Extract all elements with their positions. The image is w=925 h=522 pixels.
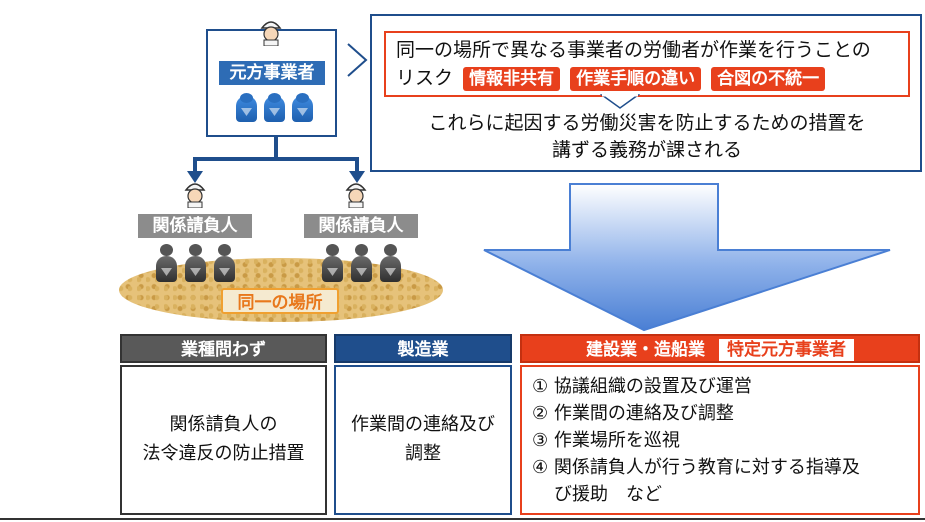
worker-helmet-icon: [184, 183, 206, 208]
worker-helmet-icon: [345, 183, 367, 208]
risk-box: 同一の場所で異なる事業者の労働者が作業を行うことの リスク 情報非共有 作業手順…: [384, 31, 910, 97]
list-item: ① 協議組織の設置及び運営: [532, 376, 752, 397]
worker-icon: [214, 256, 235, 282]
worker-icon: [351, 256, 372, 282]
risk-tag: 作業手順の違い: [570, 67, 702, 91]
list-item: ③ 作業場所を巡視: [532, 430, 680, 451]
list-item: ④ 関係請負人が行う教育に対する指導及: [532, 457, 860, 478]
body-line: 法令違反の防止措置: [142, 443, 305, 464]
callout-pointer-icon: [347, 43, 368, 77]
worker-icon: [156, 256, 177, 282]
hierarchy-connector: [187, 137, 365, 183]
duty-text: これらに起因する労働災害を防止するための措置を 講ずる義務が課される: [384, 110, 910, 164]
hierarchy-diagram: 元方事業者 同一の場所 関係請負人 関係請負人: [0, 0, 460, 330]
worker-icon: [384, 244, 397, 256]
worker-icon: [218, 244, 231, 256]
worker-icon: [322, 256, 343, 282]
worker-icon: [236, 96, 257, 122]
list-item: ② 作業間の連絡及び調整: [532, 403, 734, 424]
risk-prefix: リスク: [396, 67, 454, 89]
worker-icon: [296, 93, 309, 103]
worker-icon: [380, 256, 401, 282]
same-place-label: 同一の場所: [221, 288, 339, 314]
specified-prime-badge: 特定元方事業者: [718, 339, 854, 361]
worker-icon: [160, 244, 173, 256]
subcontractor-label: 関係請負人: [304, 214, 418, 238]
risk-text-line1: 同一の場所で異なる事業者の労働者が作業を行うことの: [396, 39, 871, 61]
column-body-all-industries: 関係請負人の 法令違反の防止措置: [120, 365, 327, 515]
column-header-manufacturing: 製造業: [334, 334, 512, 363]
body-line: 関係請負人の: [169, 414, 278, 435]
duty-text-line2: 講ずる義務が課される: [551, 139, 742, 161]
subcontractor-label: 関係請負人: [138, 214, 252, 238]
worker-icon: [185, 256, 206, 282]
worker-icon: [326, 244, 339, 256]
worker-icon: [268, 93, 281, 103]
column-header-label: 建設業・造船業: [586, 340, 706, 360]
worker-icon: [292, 96, 313, 122]
worker-icon: [355, 244, 368, 256]
body-line: 作業間の連絡及び: [351, 414, 495, 435]
worker-icon: [189, 244, 202, 256]
risk-tag: 合図の不統一: [711, 67, 826, 91]
column-header-construction-shipbuilding: 建設業・造船業 特定元方事業者: [520, 334, 920, 363]
body-line: 調整: [405, 443, 441, 464]
column-body-construction-shipbuilding: ① 協議組織の設置及び運営 ② 作業間の連絡及び調整 ③ 作業場所を巡視 ④ 関…: [520, 365, 920, 515]
column-header-all-industries: 業種問わず: [120, 334, 327, 363]
list-item-continuation: び援助 など: [554, 484, 662, 505]
risk-pointer-icon: [600, 94, 640, 109]
worker-icon: [240, 93, 253, 103]
down-arrow-icon: [483, 183, 891, 332]
bottom-rule: [0, 518, 925, 520]
risk-text-line2: リスク 情報非共有 作業手順の違い 合図の不統一: [386, 64, 908, 92]
worker-icon: [264, 96, 285, 122]
column-body-manufacturing: 作業間の連絡及び 調整: [334, 365, 512, 515]
risk-tag: 情報非共有: [463, 67, 561, 91]
worker-helmet-icon: [260, 21, 282, 46]
duty-text-line1: これらに起因する労働災害を防止するための措置を: [428, 112, 866, 134]
prime-contractor-label: 元方事業者: [219, 61, 325, 85]
